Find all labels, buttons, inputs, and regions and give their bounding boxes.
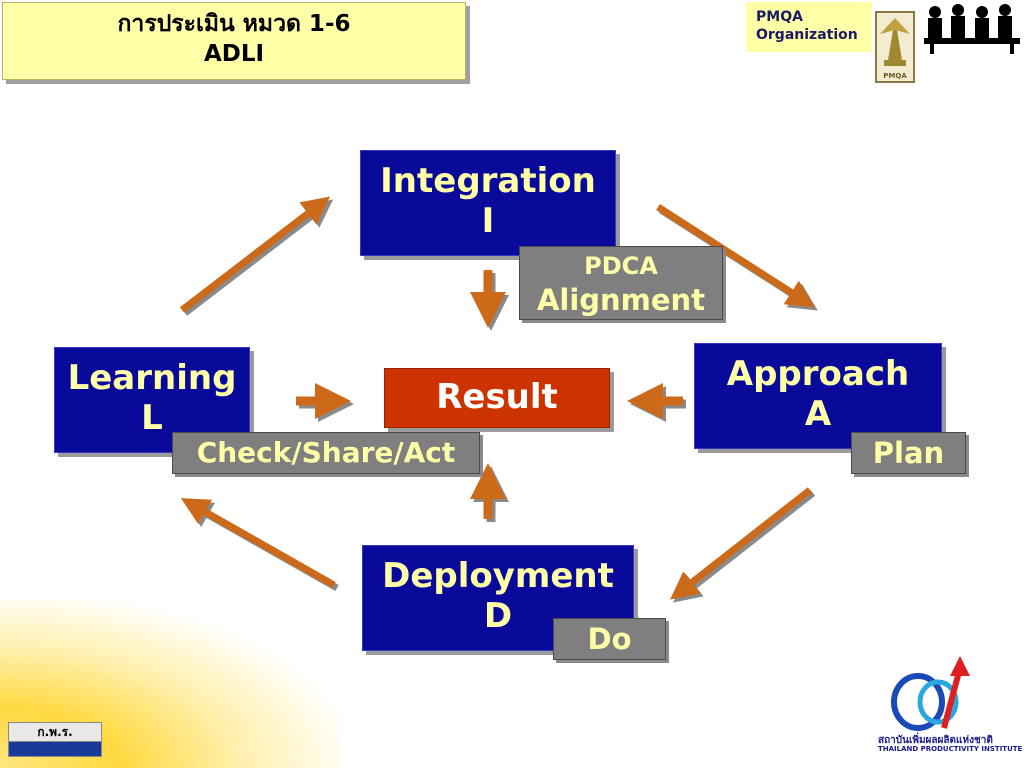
slide-subtitle: ADLI [203, 41, 265, 67]
integration-label: Integration [380, 161, 596, 201]
plan-tag: Plan [851, 432, 966, 474]
learning-letter: L [141, 398, 163, 438]
integration-letter: I [481, 201, 495, 241]
pdca-label: PDCA [584, 252, 658, 280]
approach-label: Approach [726, 354, 910, 394]
slide-title-box: การประเมิน หมวด 1-6 ADLI [2, 2, 466, 80]
org-label-line2: Organization [756, 27, 858, 43]
approach-box: Approach A [694, 343, 942, 449]
arrow-integration-to-approach [656, 204, 818, 311]
deployment-letter: D [483, 596, 513, 636]
alignment-label: Alignment [536, 283, 706, 317]
integration-box: Integration I [360, 150, 616, 256]
org-label-line1: PMQA [756, 9, 803, 25]
arrow-learning-to-result [296, 383, 354, 422]
ocsc-logo-bar [8, 741, 102, 757]
tpi-label-english: THAILAND PRODUCTIVITY INSTITUTE [878, 745, 1023, 753]
slide-title: การประเมิน หมวด 1-6 [117, 11, 351, 37]
arrow-learning-to-integration [179, 196, 334, 316]
arrow-deployment-to-learning [180, 498, 339, 592]
approach-letter: A [804, 394, 832, 434]
check-share-act-tag: Check/Share/Act [172, 432, 480, 474]
arrow-approach-to-result [627, 383, 686, 422]
tpi-label-thai: สถาบันเพิ่มผลผลิตแห่งชาติ [878, 735, 993, 746]
do-tag: Do [553, 618, 666, 660]
deployment-label: Deployment [382, 556, 614, 596]
pdca-alignment-tag: PDCA Alignment [519, 246, 723, 320]
org-label: PMQA Organization [756, 8, 858, 44]
arrow-approach-to-deployment [669, 487, 816, 603]
meeting-people-picture [920, 2, 1022, 54]
org-label-box [746, 2, 872, 52]
learning-label: Learning [67, 358, 237, 398]
result-box: Result [384, 368, 610, 428]
pmqa-logo: PMQA [875, 11, 915, 83]
arrow-integration-to-result [470, 270, 509, 331]
arrow-deployment-to-result [470, 463, 509, 522]
pmqa-logo-text: PMQA [883, 72, 907, 80]
